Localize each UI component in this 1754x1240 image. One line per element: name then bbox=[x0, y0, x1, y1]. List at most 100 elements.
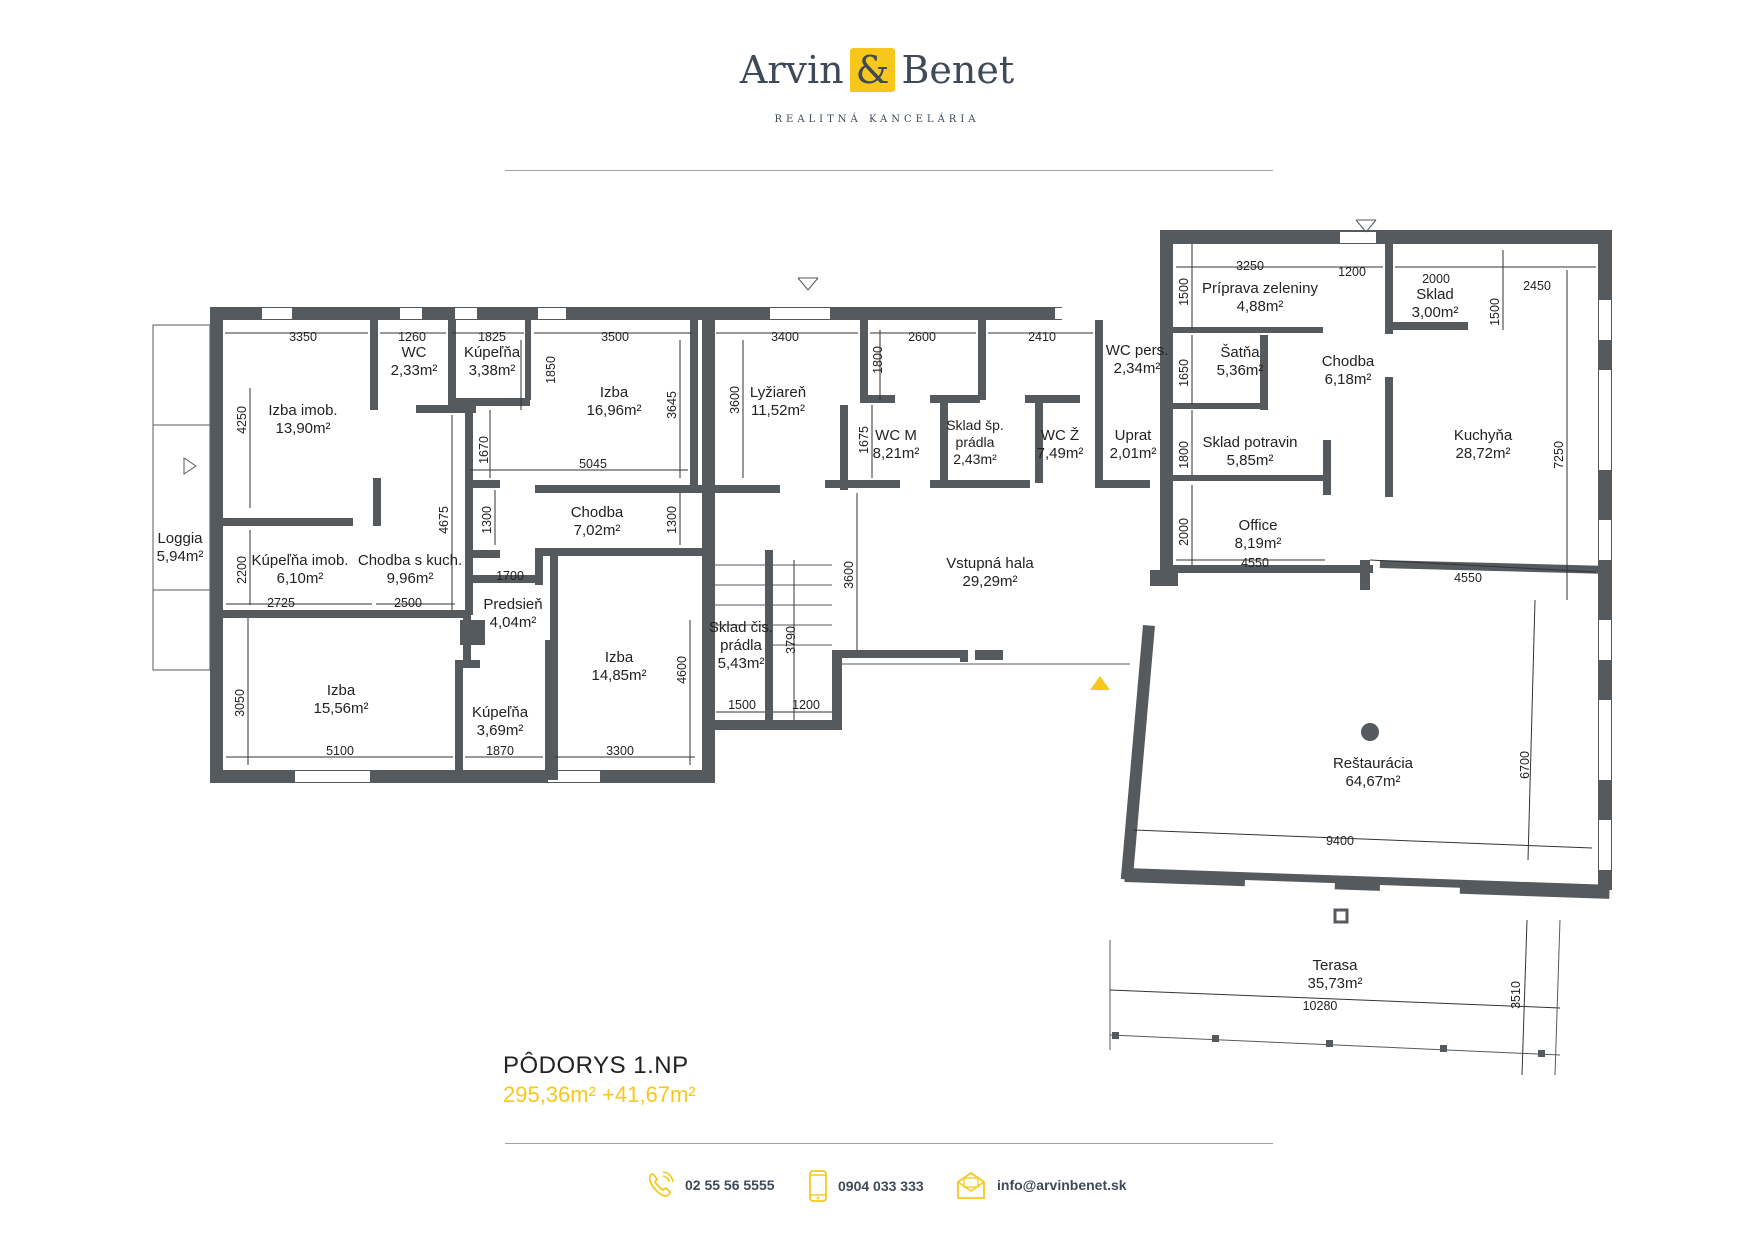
dim-1200b: 1200 bbox=[1338, 265, 1366, 279]
dim-4250: 4250 bbox=[235, 406, 249, 434]
dim-3250: 3250 bbox=[1236, 259, 1264, 273]
room-sklad-1-area: 3,00m² bbox=[1412, 304, 1459, 321]
room-chodba-kuch-name: Chodba s kuch. bbox=[358, 552, 462, 569]
plan-thin-lines bbox=[152, 219, 1561, 1076]
dim-1260: 1260 bbox=[398, 330, 426, 344]
room-kuchyna-name: Kuchyňa bbox=[1454, 427, 1513, 444]
room-izba-imob: Izba imob.13,90m² bbox=[268, 402, 337, 437]
room-chodba-1-area: 7,02m² bbox=[574, 522, 621, 539]
header: Arvin&Benet REALITNÁ KANCELÁRIA bbox=[0, 0, 1754, 180]
room-loggia-name: Loggia bbox=[157, 530, 203, 547]
room-wc-z-area: 7,49m² bbox=[1037, 445, 1084, 462]
phone-icon bbox=[648, 1171, 674, 1197]
dim-3790: 3790 bbox=[784, 626, 798, 654]
dim-3510: 3510 bbox=[1509, 981, 1523, 1009]
footer-phone[interactable]: 02 55 56 5555 bbox=[645, 1170, 775, 1200]
room-izba-2-area: 15,56m² bbox=[313, 700, 368, 717]
dim-5100: 5100 bbox=[326, 744, 354, 758]
room-izba-1-name: Izba bbox=[600, 384, 629, 401]
plan-title-block: PÔDORYS 1.NP 295,36m² +41,67m² bbox=[503, 1052, 696, 1108]
footer-divider bbox=[505, 1143, 1273, 1144]
room-wc-name: WC bbox=[402, 344, 427, 361]
mobile-icon bbox=[809, 1170, 827, 1202]
room-izba-imob-name: Izba imob. bbox=[268, 402, 337, 419]
room-kupelna-2-name: Kúpeľňa bbox=[472, 704, 529, 721]
room-priprava-zeleniny-area: 4,88m² bbox=[1237, 298, 1284, 315]
room-sklad-sp-pradla-name-2: prádla bbox=[956, 434, 995, 450]
dim-3645: 3645 bbox=[665, 391, 679, 419]
entrance-marker bbox=[1090, 676, 1110, 690]
brand-name-right: Benet bbox=[901, 48, 1015, 92]
brand-logo[interactable]: Arvin&Benet bbox=[0, 48, 1754, 92]
dim-1650: 1650 bbox=[1177, 359, 1191, 387]
room-sklad-potravin-name: Sklad potravin bbox=[1202, 434, 1297, 451]
brand-ampersand: & bbox=[849, 48, 896, 92]
room-izba-2-name: Izba bbox=[327, 682, 356, 699]
room-chodba-2-area: 6,18m² bbox=[1325, 371, 1372, 388]
dim-4550b: 4550 bbox=[1454, 571, 1482, 585]
email-icon bbox=[957, 1171, 985, 1199]
footer-mobile[interactable]: 0904 033 333 bbox=[808, 1170, 924, 1202]
room-sklad-1-name: Sklad bbox=[1416, 286, 1454, 303]
room-wc-pers-area: 2,34m² bbox=[1114, 360, 1161, 377]
brand-name-left: Arvin bbox=[739, 48, 844, 92]
dimension-lines bbox=[225, 244, 1597, 1076]
dim-9400: 9400 bbox=[1326, 834, 1354, 848]
room-sklad-potravin-area: 5,85m² bbox=[1227, 452, 1274, 469]
dim-1675: 1675 bbox=[857, 426, 871, 454]
room-satna-area: 5,36m² bbox=[1217, 362, 1264, 379]
room-wc-m-area: 8,21m² bbox=[873, 445, 920, 462]
dim-1850: 1850 bbox=[544, 356, 558, 384]
room-wc-m-name: WC M bbox=[875, 427, 917, 444]
room-chodba-kuch: Chodba s kuch.9,96m² bbox=[358, 552, 462, 587]
room-sklad-cis-pradla-name-1: Sklad čis. bbox=[709, 619, 773, 636]
dim-7250: 7250 bbox=[1552, 441, 1566, 469]
dim-3400: 3400 bbox=[771, 330, 799, 344]
footer-phone-text: 02 55 56 5555 bbox=[685, 1177, 775, 1193]
room-wc-area: 2,33m² bbox=[391, 362, 438, 379]
room-izba-imob-area: 13,90m² bbox=[275, 420, 330, 437]
room-kupelna-2-area: 3,69m² bbox=[477, 722, 524, 739]
dim-6700: 6700 bbox=[1518, 751, 1532, 779]
dim-1870: 1870 bbox=[486, 744, 514, 758]
dim-1500a: 1500 bbox=[728, 698, 756, 712]
room-wc-z-name: WC Ž bbox=[1041, 427, 1079, 444]
room-izba-3-area: 14,85m² bbox=[591, 667, 646, 684]
room-lyziaren-name: Lyžiareň bbox=[750, 384, 806, 401]
dim-1500b: 1500 bbox=[1177, 278, 1191, 306]
dim-3600b: 3600 bbox=[842, 561, 856, 589]
dim-1300a: 1300 bbox=[480, 506, 494, 534]
dim-2500: 2500 bbox=[394, 596, 422, 610]
room-sklad-cis-pradla-area: 5,43m² bbox=[718, 655, 765, 672]
dimension-labels: 3350 1260 1825 3500 3400 2600 2410 5045 … bbox=[233, 259, 1566, 1013]
room-kupelna-imob: Kúpeľňa imob.6,10m² bbox=[252, 552, 349, 587]
plan-title: PÔDORYS 1.NP bbox=[503, 1052, 689, 1079]
dim-4675: 4675 bbox=[437, 506, 451, 534]
dim-5045: 5045 bbox=[579, 457, 607, 471]
dim-3050: 3050 bbox=[233, 689, 247, 717]
dim-3600a: 3600 bbox=[728, 386, 742, 414]
dim-2000b: 2000 bbox=[1177, 518, 1191, 546]
footer-mobile-text: 0904 033 333 bbox=[838, 1178, 924, 1194]
dim-1800b: 1800 bbox=[1177, 441, 1191, 469]
room-vstupna-hala-name: Vstupná hala bbox=[946, 555, 1034, 572]
room-satna-name: Šatňa bbox=[1220, 344, 1260, 361]
dim-1500c: 1500 bbox=[1488, 298, 1502, 326]
room-predsien-area: 4,04m² bbox=[490, 614, 537, 631]
dim-3300: 3300 bbox=[606, 744, 634, 758]
footer: 02 55 56 5555 0904 033 333 info@arvinben… bbox=[0, 1160, 1754, 1220]
footer-email[interactable]: info@arvinbenet.sk bbox=[955, 1170, 1127, 1200]
